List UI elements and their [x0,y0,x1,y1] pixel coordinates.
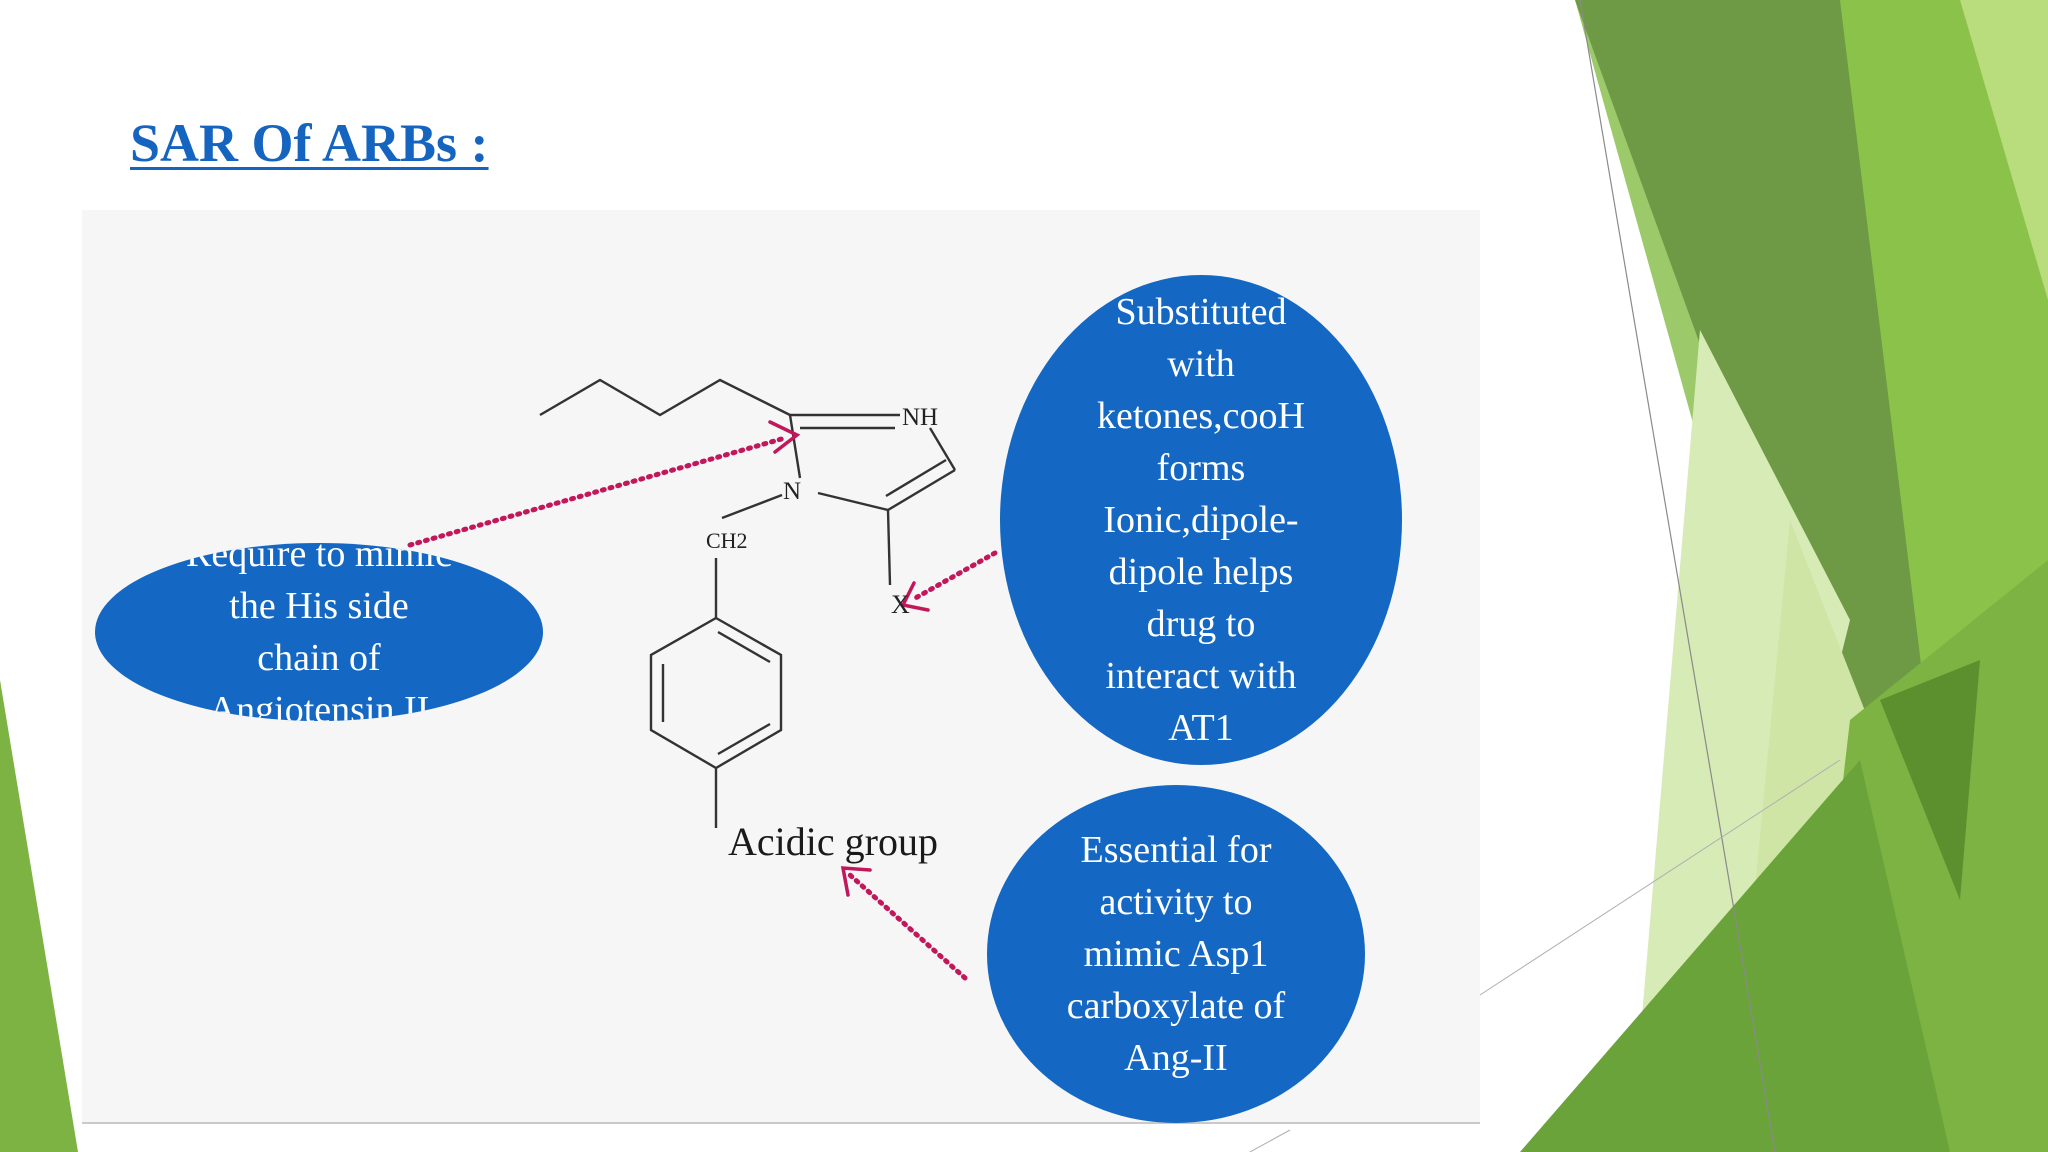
panel-bottom-border [82,1122,1480,1124]
acidic-group-label: Acidic group [728,819,938,864]
arrow-left [407,435,788,548]
structure-bonds [539,378,957,828]
arrowhead-right-top [900,581,930,612]
arrowhead-left [768,420,801,454]
arrowhead-right-bottom [840,866,872,897]
arrow-right-top [909,550,998,603]
arrow-heads [768,420,930,897]
his-side-chain-text: Require to mimic the His side chain of A… [186,543,452,721]
acidic-group-text: Essential for activity to mimic Asp1 car… [1066,829,1286,1079]
substituent-text: Substituted with ketones,cooH forms Ioni… [1097,291,1305,749]
ch2-label: CH2 [706,528,748,553]
acidic-group-annotation: Essential for activity to mimic Asp1 car… [987,785,1365,1123]
nh-atom-label: NH [902,404,939,431]
annotation-arrows [407,435,998,981]
arrow-right-bottom [847,872,968,981]
x-substituent-label: X [891,590,910,619]
n-atom-label: N [783,478,802,505]
his-side-chain-annotation: Require to mimic the His side chain of A… [95,543,543,721]
slide-title: SAR Of ARBs : [130,113,489,173]
substituent-annotation: Substituted with ketones,cooH forms Ioni… [1000,275,1402,765]
